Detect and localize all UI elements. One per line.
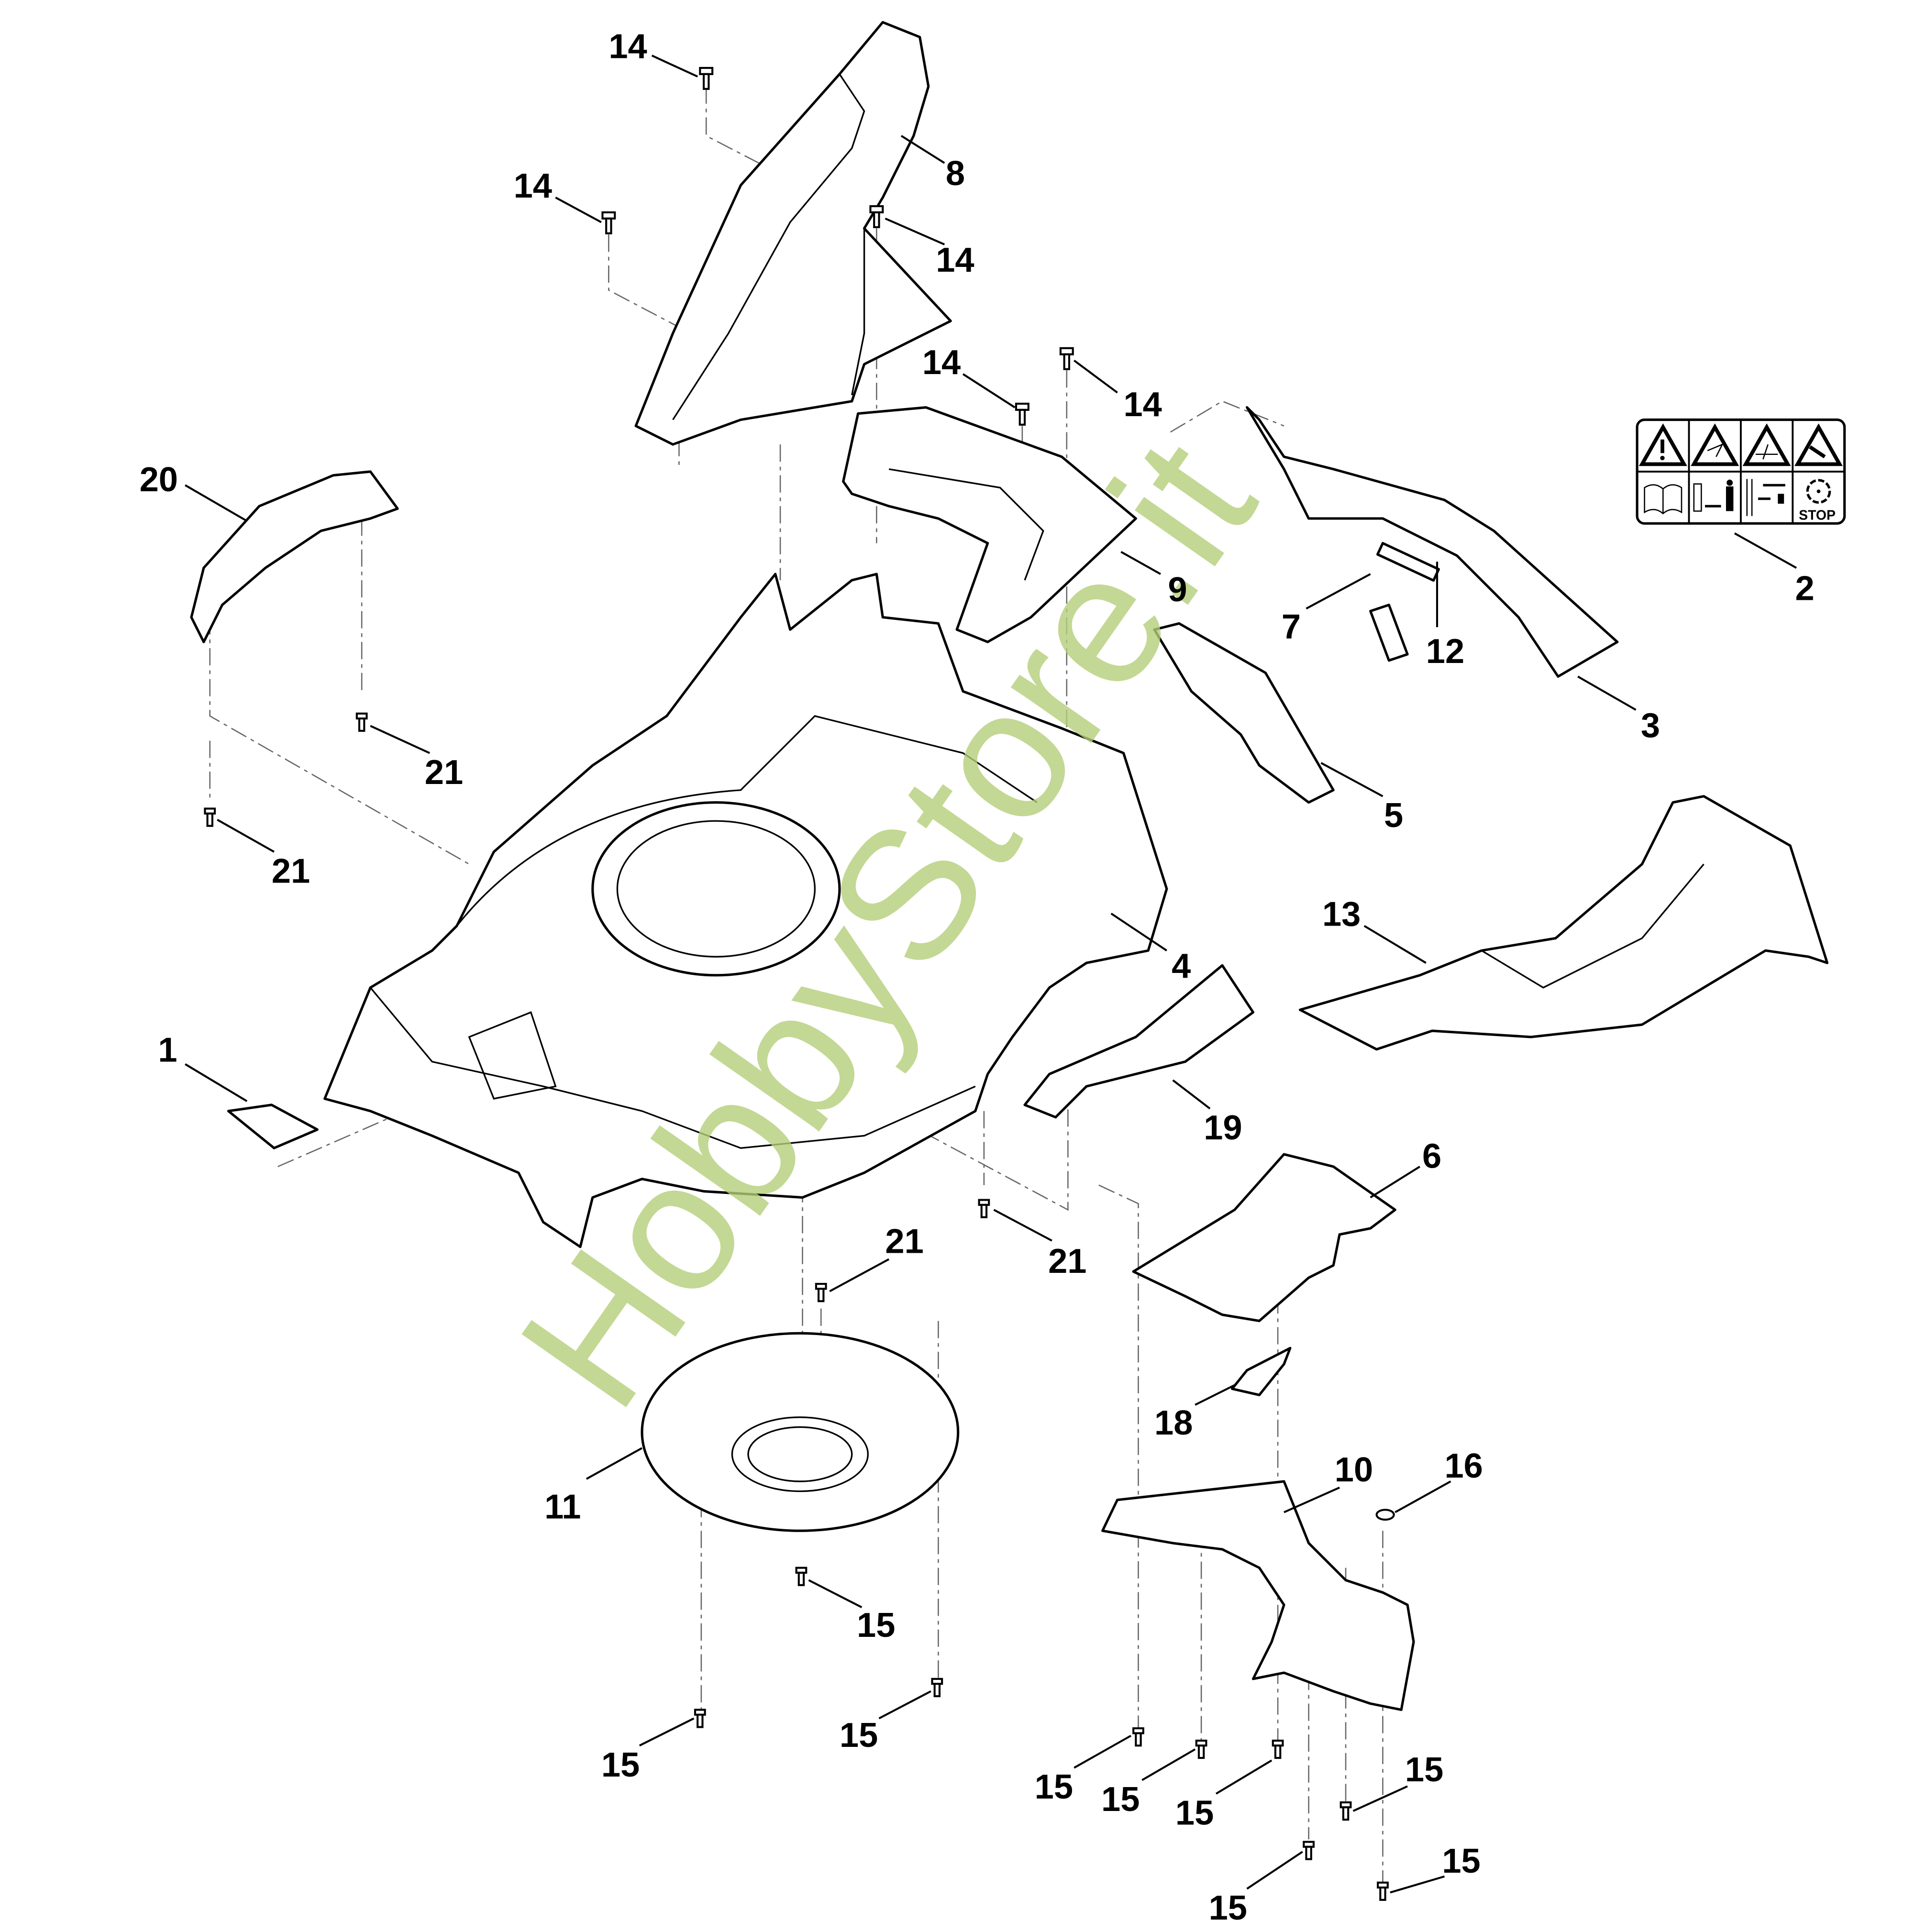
manual-book-icon: [1644, 484, 1682, 515]
part-1-plate[interactable]: [227, 1104, 319, 1149]
callout-15: 15: [1101, 1780, 1140, 1819]
callout-14: 14: [922, 343, 961, 382]
callout-4: 4: [1172, 947, 1191, 985]
callout-10: 10: [1335, 1451, 1373, 1489]
screw-icon: [1015, 402, 1029, 426]
screw-icon: [1303, 1841, 1315, 1860]
callout-21: 21: [425, 753, 463, 792]
callout-15: 15: [1035, 1768, 1073, 1806]
part-8-handle-bracket[interactable]: [634, 21, 952, 446]
part-2-warning-label[interactable]: STOP: [1636, 418, 1846, 525]
screw-icon: [694, 1709, 706, 1728]
washer-icon: [1375, 1509, 1395, 1521]
callout-14: 14: [936, 241, 974, 279]
part-7-spring[interactable]: [1369, 604, 1409, 662]
callout-21: 21: [272, 852, 310, 890]
part-5-guide[interactable]: [1153, 622, 1335, 804]
callout-16: 16: [1445, 1447, 1483, 1485]
callout-21: 21: [885, 1223, 923, 1261]
safe-distance-icon: [1693, 479, 1734, 512]
callout-2: 2: [1795, 569, 1814, 607]
hand-hazard-icon: [1691, 423, 1739, 466]
callout-15: 15: [1209, 1889, 1247, 1927]
callout-15: 15: [601, 1746, 640, 1784]
callout-21: 21: [1048, 1242, 1086, 1281]
screw-icon: [815, 1282, 827, 1303]
screw-icon: [931, 1678, 943, 1698]
screw-icon: [1059, 347, 1074, 370]
callout-5: 5: [1384, 796, 1403, 835]
part-4-deck-housing[interactable]: [323, 573, 1168, 1248]
callout-12: 12: [1426, 632, 1464, 671]
part-19-trim[interactable]: [1023, 964, 1255, 1119]
part-10-mulch-insert[interactable]: [1101, 1480, 1415, 1711]
screws: [204, 66, 1395, 1901]
callout-13: 13: [1322, 895, 1361, 934]
foot-hazard-icon: [1742, 423, 1791, 466]
callout-14: 14: [609, 27, 647, 66]
screw-icon: [1195, 1739, 1207, 1759]
callout-8: 8: [946, 155, 965, 193]
screw-icon: [1339, 1801, 1352, 1821]
callout-3: 3: [1641, 707, 1660, 745]
screw-icon: [869, 205, 884, 228]
screw-icon: [699, 66, 714, 90]
part-6-baffle[interactable]: [1132, 1153, 1396, 1323]
leader-lines: [185, 55, 1797, 1894]
screw-icon: [795, 1567, 808, 1586]
part-13-grass-chute[interactable]: [1298, 795, 1829, 1051]
callout-14: 14: [1124, 386, 1162, 424]
screw-icon: [601, 211, 616, 234]
callout-9: 9: [1168, 571, 1187, 609]
screw-icon: [978, 1199, 990, 1218]
screw-icon: [1377, 1881, 1389, 1901]
thrown-object-icon: [1794, 423, 1843, 466]
callout-15: 15: [1405, 1751, 1443, 1789]
part-20-trim[interactable]: [190, 470, 399, 643]
screw-icon: [204, 807, 216, 827]
callout-15: 15: [1442, 1842, 1480, 1880]
screw-icon: [1132, 1727, 1144, 1747]
callouts: 14 8 14 14 14 14 20 9 2 7 12 3 21 5 21 1…: [140, 27, 1815, 1927]
part-11-blade-cover[interactable]: [641, 1332, 960, 1532]
screw-icon: [1272, 1739, 1284, 1759]
callout-7: 7: [1282, 607, 1301, 646]
callout-6: 6: [1422, 1137, 1441, 1175]
part-9-cover[interactable]: [842, 406, 1137, 643]
callout-15: 15: [857, 1606, 895, 1645]
callout-14: 14: [514, 167, 552, 205]
callout-20: 20: [140, 461, 178, 499]
callout-15: 15: [840, 1716, 878, 1755]
callout-19: 19: [1204, 1109, 1242, 1147]
disconnect-plug-icon: [1746, 479, 1785, 516]
screw-icon: [355, 712, 368, 732]
warning-triangle-icon: [1638, 423, 1687, 466]
part-18-clip[interactable]: [1231, 1347, 1292, 1396]
svg-text:STOP: STOP: [1799, 508, 1836, 523]
callout-1: 1: [158, 1031, 177, 1070]
callout-18: 18: [1154, 1404, 1193, 1442]
callout-11: 11: [544, 1488, 581, 1526]
callout-15: 15: [1175, 1794, 1214, 1832]
part-3-rear-flap[interactable]: [1245, 406, 1619, 678]
stop-blade-icon: STOP: [1799, 479, 1836, 523]
